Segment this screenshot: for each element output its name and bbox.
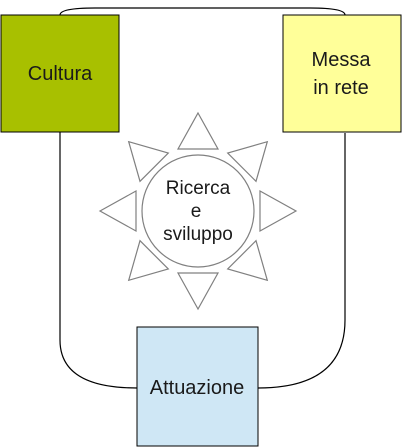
- sun-ray-top-left: [127, 140, 170, 183]
- attuazione-box: [136, 326, 259, 447]
- messa-in-rete-label-line-1: Messa: [312, 49, 372, 71]
- attuazione-node: Attuazione: [136, 326, 259, 447]
- messa-in-rete-box: [282, 14, 402, 133]
- connector-loop: [59, 7, 346, 389]
- sun-ray-bottom-left: [127, 239, 170, 282]
- sun-ray-top: [176, 111, 220, 150]
- cultura-node: Cultura: [0, 14, 120, 133]
- cultura-box: [0, 14, 120, 133]
- center-circle: [141, 154, 255, 268]
- attuazione-label: Attuazione: [150, 377, 245, 399]
- center-node: Ricerca e sviluppo: [141, 154, 255, 268]
- center-label-line-3: sviluppo: [163, 224, 233, 245]
- sun-ray-bottom: [176, 272, 220, 311]
- cultura-label: Cultura: [28, 63, 93, 85]
- center-label-line-1: Ricerca: [166, 178, 231, 199]
- messa-in-rete-label-line-2: in rete: [313, 77, 369, 99]
- messa-in-rete-node: Messa in rete: [282, 14, 402, 133]
- center-label-line-2: e: [191, 201, 202, 222]
- sun-ray-left: [98, 189, 137, 233]
- sun-ray-bottom-right: [226, 239, 269, 282]
- sun-ray-top-right: [226, 140, 269, 183]
- sun-rays: [98, 111, 298, 311]
- sun-ray-right: [259, 189, 298, 233]
